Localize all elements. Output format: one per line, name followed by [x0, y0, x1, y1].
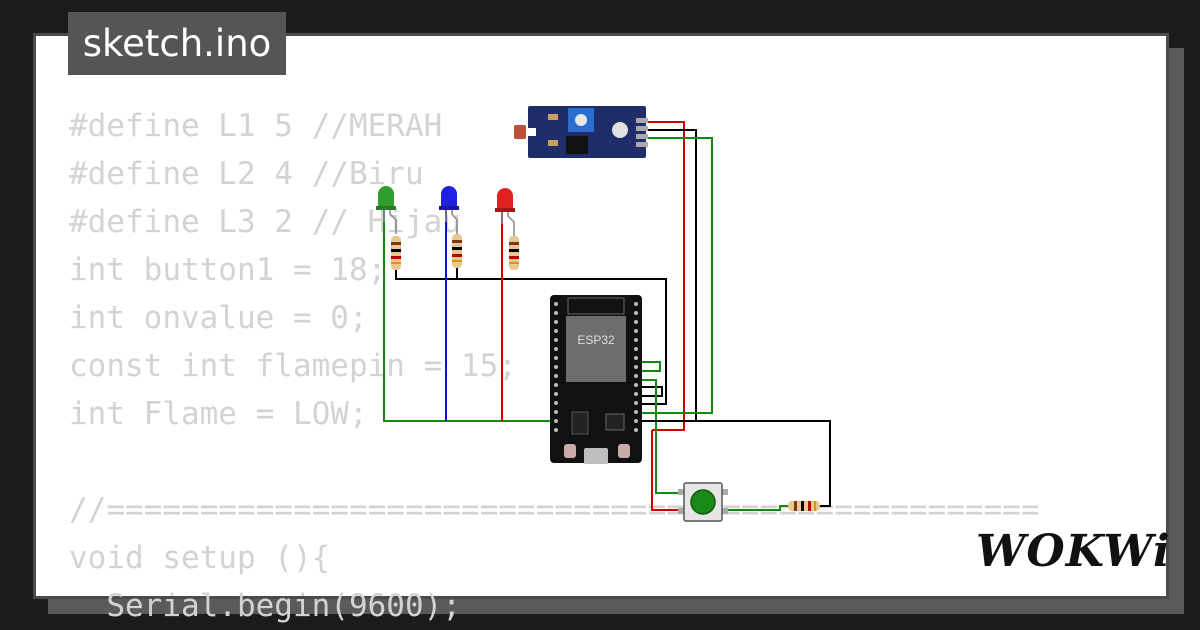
wire-green-sensor — [640, 137, 713, 414]
wokwi-logo[interactable]: WOKWi — [976, 526, 1171, 577]
file-title[interactable]: sketch.ino — [68, 12, 286, 75]
wire-green-button — [640, 379, 684, 494]
resistor[interactable] — [452, 234, 462, 268]
wire-green-led — [383, 210, 552, 422]
led-green[interactable] — [376, 186, 397, 234]
code-line: #define L1 5 //MERAH — [69, 108, 443, 144]
wire-red-sensor — [646, 121, 685, 431]
wire-red-button — [651, 430, 684, 511]
pushbutton[interactable] — [678, 482, 728, 522]
code-line: Serial.begin(9600); — [69, 588, 461, 624]
code-line: int onvalue = 0; — [69, 300, 368, 336]
code-line: const int flamepin = 15; — [69, 348, 517, 384]
esp32-board[interactable]: ESP32 — [550, 295, 642, 464]
resistor[interactable] — [391, 236, 401, 270]
wire-green-resistor — [722, 505, 790, 511]
flame-sensor-module[interactable] — [514, 106, 648, 158]
led-red[interactable] — [495, 188, 515, 236]
wire-black-sensor — [640, 129, 697, 422]
wire-black-pin — [640, 386, 663, 397]
wires — [383, 121, 831, 511]
code-line: int Flame = LOW; — [69, 396, 368, 432]
resistor[interactable] — [788, 501, 820, 511]
code-line: //======================================… — [69, 492, 1040, 528]
code-line: int button1 = 18; — [69, 252, 387, 288]
code-line: #define L3 2 // Hijau — [69, 204, 461, 240]
code-line: void setup (){ — [69, 540, 331, 576]
led-blue[interactable] — [439, 186, 459, 234]
esp32-pins-right — [634, 302, 638, 432]
esp32-label: ESP32 — [577, 333, 615, 347]
code-line: #define L2 4 //Biru — [69, 156, 424, 192]
esp32-pins-left — [554, 302, 558, 432]
resistor[interactable] — [509, 236, 519, 270]
wire-black-leds — [395, 268, 667, 405]
wire-green-pin — [640, 361, 661, 372]
code-preview: #define L1 5 //MERAH #define L2 4 //Biru #… — [69, 102, 1040, 630]
wire-black-button — [640, 420, 831, 507]
